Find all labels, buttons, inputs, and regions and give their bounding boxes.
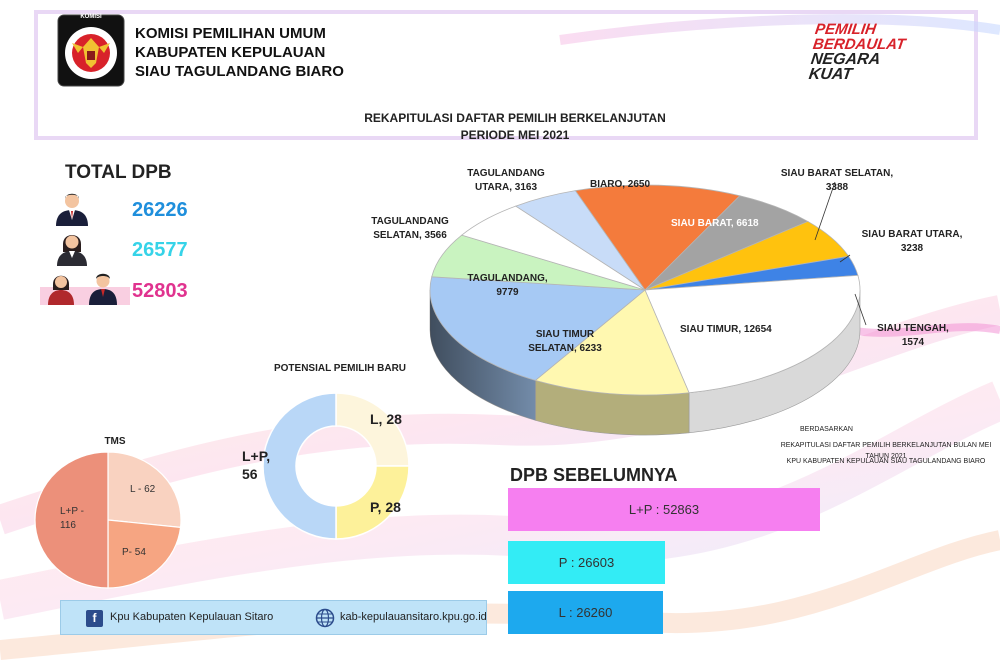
tms-label-l: L - 62 — [130, 484, 156, 495]
contact-footer — [60, 600, 487, 635]
tms-slice-lpp — [34, 451, 109, 589]
label-siau-barat-selatan: SIAU BARAT SELATAN,3388 — [780, 168, 894, 193]
potensial-donut-chart — [262, 392, 410, 540]
male-voter-icon — [56, 193, 88, 226]
label-siau-timur: SIAU TIMUR, 12654 — [680, 324, 772, 335]
pie-slice-biaro — [514, 190, 646, 291]
leader-line — [854, 293, 867, 326]
total-all-value: 52803 — [132, 280, 188, 302]
tms-title: TMS — [104, 436, 126, 447]
source-line-2: REKAPITULASI DAFTAR PEMILIH BERKELANJUTA… — [780, 442, 992, 460]
donut-label-lp: L+P,56 — [242, 448, 271, 482]
globe-icon[interactable] — [315, 608, 335, 628]
org-line-1: KOMISI PEMILIHAN UMUM — [135, 25, 326, 42]
website-link[interactable]: kab-kepulauansitaro.kpu.go.id — [340, 611, 487, 623]
logo-text-top: KOMISI — [80, 14, 102, 20]
label-tagulandang: TAGULANDANG,9779 — [467, 273, 548, 298]
source-line-3: KPU KABUPATEN KEPULAUAN SIAU TAGULANDANG… — [786, 458, 986, 465]
total-dpb-heading: TOTAL DPB — [65, 162, 172, 183]
label-siau-tengah: SIAU TENGAH,1574 — [877, 323, 949, 348]
tms-label-lp: L+P -116 — [60, 506, 84, 531]
label-siau-barat: SIAU BARAT, 6618 — [671, 218, 759, 229]
donut-slice-p — [335, 465, 410, 540]
tms-slice-p — [107, 519, 182, 589]
pie-side-shading — [430, 290, 860, 435]
tms-pie-chart — [34, 451, 182, 589]
donut-label-l: L, 28 — [370, 411, 402, 427]
donut-slice-lpp — [262, 392, 337, 540]
leader-line — [839, 254, 851, 263]
leader-line — [814, 181, 836, 241]
pie-slice-tagulandang — [429, 276, 647, 381]
female-voter-icon — [57, 235, 87, 266]
kpu-logo — [57, 14, 125, 87]
previous-l-bar: L : 26260 — [508, 591, 663, 634]
facebook-link[interactable]: Kpu Kabupaten Kepulauan Sitaro — [110, 611, 274, 623]
tms-label-p: P- 54 — [122, 547, 146, 558]
previous-lp-bar: L+P : 52863 — [508, 488, 820, 531]
org-line-2: KABUPATEN KEPULAUAN — [135, 44, 326, 61]
org-line-3: SIAU TAGULANDANG BIARO — [135, 63, 344, 80]
source-line-1: BERDASARKAN — [800, 426, 853, 433]
facebook-icon[interactable]: f — [86, 610, 103, 627]
total-female-value: 26577 — [132, 239, 188, 261]
potensial-title: POTENSIAL PEMILIH BARU — [273, 363, 407, 374]
pie-slice-siau-barat — [574, 184, 741, 291]
chart-title: REKAPITULASI DAFTAR PEMILIH BERKELANJUTA… — [364, 111, 666, 125]
label-siau-barat-utara: SIAU BARAT UTARA,3238 — [861, 229, 963, 254]
previous-heading: DPB SEBELUMNYA — [510, 465, 678, 485]
couple-voter-icon — [48, 273, 117, 305]
label-biaro: BIARO, 2650 — [590, 179, 651, 190]
previous-p-bar: P : 26603 — [508, 541, 665, 584]
pie-slice-siau-timur — [644, 274, 861, 394]
tms-slice-l — [107, 451, 182, 529]
donut-label-p: P, 28 — [370, 499, 401, 515]
pie-slice-siau-timur-selatan — [534, 289, 690, 396]
total-male-value: 26226 — [132, 199, 188, 221]
chart-subtitle: PERIODE MEI 2021 — [460, 128, 570, 142]
donut-slice-l — [335, 392, 410, 467]
